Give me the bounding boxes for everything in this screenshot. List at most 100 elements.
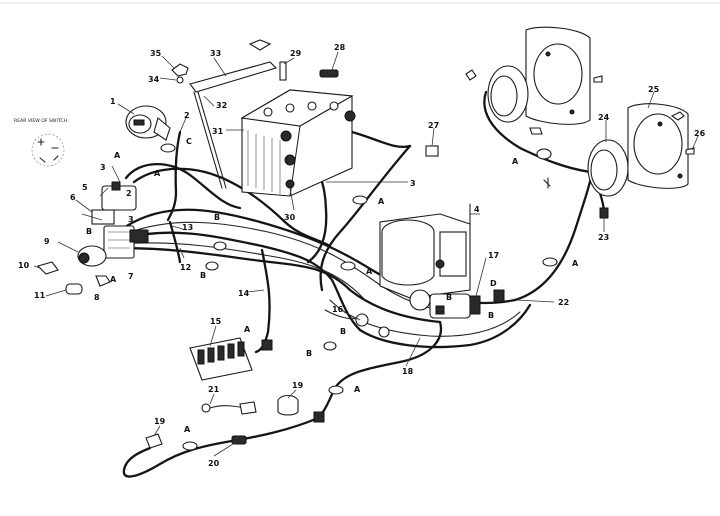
fuse-slot	[197, 349, 205, 365]
callout-24: 24	[598, 113, 610, 122]
callout-6: 6	[70, 193, 76, 202]
starter-bolt	[435, 259, 445, 269]
leader	[81, 213, 103, 221]
small-spring	[543, 177, 551, 189]
screw-upper	[465, 69, 477, 81]
callout-14: 14	[238, 289, 250, 298]
battery-cap	[329, 101, 339, 111]
headlight-assembly-right	[543, 103, 695, 219]
connector-d	[493, 289, 505, 303]
callout-32: 32	[216, 101, 227, 110]
callout-20: 20	[208, 459, 220, 468]
terminal-21	[201, 403, 211, 413]
connector-a-marker	[536, 148, 552, 160]
screw-side	[593, 75, 603, 83]
battery-cap	[285, 103, 295, 113]
ignition-switch-back	[153, 117, 171, 141]
rear-view-terminals	[37, 138, 59, 163]
callout-23: 23	[598, 233, 609, 242]
solenoid	[409, 289, 431, 311]
switch-5	[91, 209, 115, 225]
bezel-screw	[657, 121, 663, 127]
rear-lighting	[145, 394, 325, 449]
harness-main-lower	[118, 231, 532, 349]
connector-label-a: A	[154, 169, 161, 178]
leader	[691, 135, 699, 151]
callout-5: 5	[82, 183, 88, 192]
fuse-slot	[217, 345, 225, 361]
leader	[153, 425, 161, 437]
callout-33: 33	[210, 49, 221, 58]
connector-a-marker	[340, 261, 356, 271]
callout-3-cable: 3	[410, 179, 416, 188]
callout-18: 18	[402, 367, 414, 376]
washer-34	[176, 76, 184, 84]
battery-cable-positive	[350, 130, 412, 149]
switch-3-terminal	[111, 181, 121, 191]
battery-clamp-30	[284, 154, 296, 166]
wire-2	[166, 130, 182, 222]
connector-label-a: A	[354, 385, 361, 394]
battery-cap	[263, 107, 273, 117]
battery-top	[240, 89, 354, 127]
bezel-screw	[569, 109, 575, 115]
connector-label-b: B	[86, 227, 92, 236]
ignition-switch	[125, 105, 171, 141]
terminal-16	[355, 313, 369, 327]
callout-35: 35	[150, 49, 162, 58]
wire-20	[122, 416, 320, 478]
leader	[431, 127, 435, 147]
callout-19-lower: 19	[154, 417, 166, 426]
leader	[99, 187, 109, 197]
leader	[209, 393, 215, 405]
callout-7: 7	[128, 272, 134, 281]
rear-view-label: REAR VIEW OF SWITCH	[14, 118, 67, 124]
fuse-slot	[227, 343, 235, 359]
leader	[213, 441, 237, 457]
engine-starter	[355, 203, 505, 338]
callout-16: 16	[332, 305, 344, 314]
connector-18	[313, 411, 325, 423]
leader	[331, 51, 339, 71]
leader	[209, 325, 217, 347]
callout-25: 25	[648, 85, 660, 94]
bulb-11	[65, 283, 83, 295]
connector-label-a: A	[366, 267, 373, 276]
callout-29: 29	[290, 49, 302, 58]
harness-mid	[116, 246, 442, 324]
callout-1: 1	[110, 97, 116, 106]
callout-8: 8	[94, 293, 100, 302]
connector-label-a: A	[244, 325, 251, 334]
connector-b-marker	[323, 341, 337, 351]
leader	[57, 241, 79, 253]
wire-switch-loop	[124, 163, 242, 210]
leader	[287, 389, 297, 399]
connector-label-a: A	[114, 151, 121, 160]
callout-c: C	[186, 137, 192, 146]
bolt-29	[279, 61, 287, 81]
leader	[171, 225, 187, 231]
fuse-slot	[207, 347, 215, 363]
wire-18	[316, 320, 443, 420]
terminal-27	[425, 145, 439, 157]
headlight-assembly-left	[465, 26, 603, 135]
leader	[647, 91, 655, 109]
callout-30: 30	[284, 213, 296, 222]
headlight-bezel-upper-opening	[533, 43, 583, 105]
callout-11: 11	[34, 291, 46, 300]
leader	[33, 265, 41, 269]
battery-clamp-30b	[285, 179, 295, 189]
fuse-block-15	[189, 337, 273, 381]
connector-17	[469, 295, 481, 315]
callout-22: 22	[558, 298, 569, 307]
battery-holddown	[171, 39, 339, 189]
starter-cylinder	[381, 232, 435, 286]
hold-down-rod-32b	[197, 91, 227, 189]
leader	[475, 257, 487, 297]
leader	[247, 289, 265, 293]
callout-27: 27	[428, 121, 439, 130]
callouts: 1 2 3 5 6 7 8 9 10 11 12 13 14 15 16 17 …	[18, 43, 706, 468]
connector-label-a: A	[184, 425, 191, 434]
callout-3: 3	[100, 163, 106, 172]
wing-nut-top	[248, 39, 272, 51]
